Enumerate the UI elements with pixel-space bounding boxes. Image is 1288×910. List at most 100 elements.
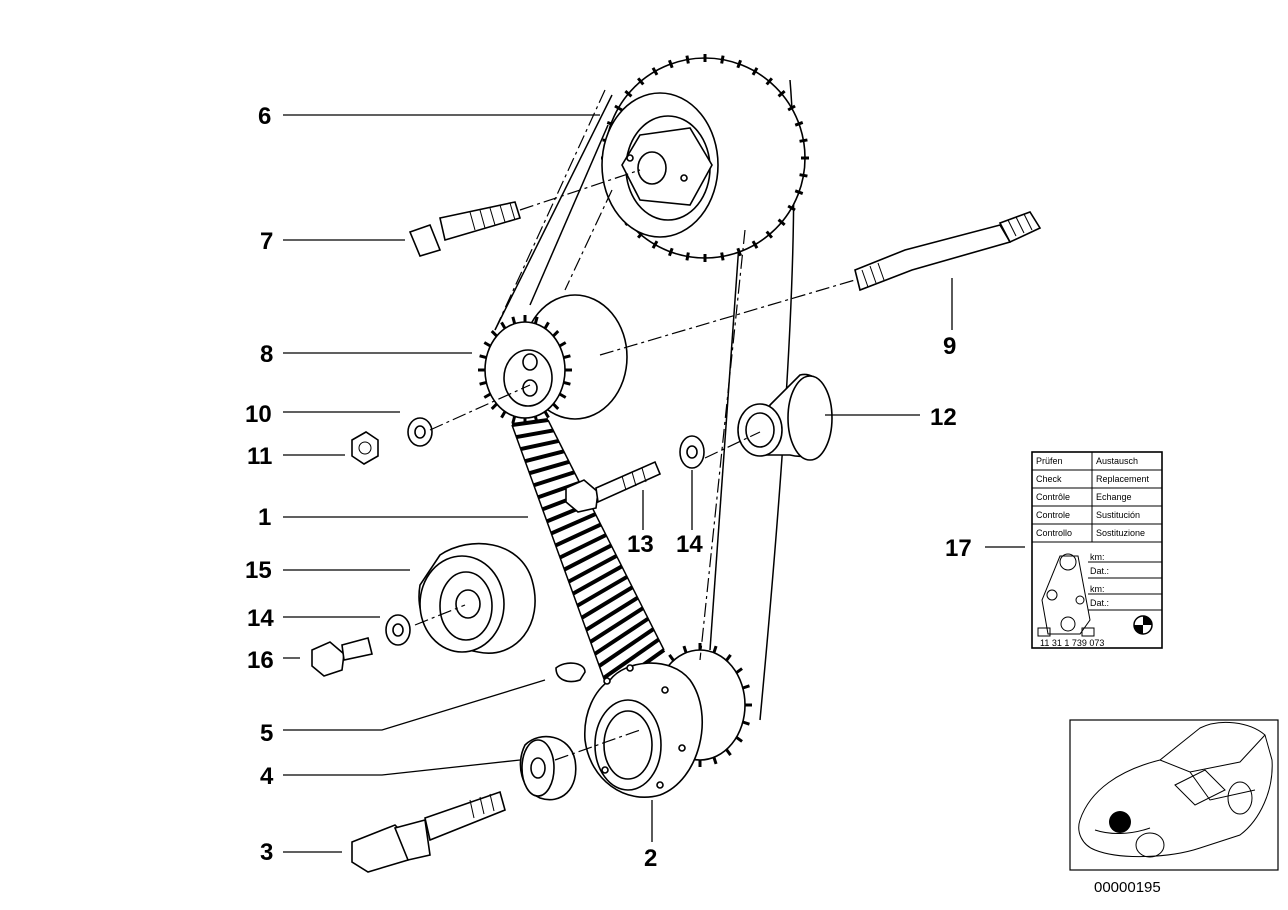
intermediate-shaft-stud	[854, 211, 1042, 292]
callout-7: 7	[260, 228, 273, 255]
callout-17: 17	[945, 535, 972, 562]
sprocket-tooth	[720, 55, 725, 64]
callout-6: 6	[258, 103, 271, 130]
sprocket-tooth	[511, 316, 517, 325]
callout-1: 1	[258, 504, 271, 531]
leader-lines	[283, 114, 1025, 853]
sprocket-tooth	[799, 138, 808, 143]
sprocket-tooth	[682, 645, 688, 654]
sprocket-tooth	[533, 316, 539, 325]
belt-tooth	[520, 438, 559, 452]
sprocket-tooth	[511, 415, 517, 424]
sprocket-tooth	[563, 380, 571, 386]
belt-tooth	[576, 575, 629, 608]
belt-tooth	[554, 522, 602, 548]
sprocket-tooth	[552, 330, 560, 338]
washer-14-upper	[679, 435, 705, 469]
belt-tooth	[559, 533, 607, 560]
diagram-id: 00000195	[1094, 879, 1161, 896]
belt-tooth	[563, 543, 613, 572]
sprocket-tooth	[787, 104, 796, 112]
sprocket-tooth	[742, 684, 750, 690]
crankshaft-sprocket	[584, 643, 752, 798]
sprocket-tooth	[735, 736, 743, 743]
callout-3: 3	[260, 839, 273, 866]
washer-14-lower	[385, 614, 411, 646]
sprocket-tooth	[558, 392, 567, 399]
sprocket-tooth	[751, 67, 759, 76]
sprocket-tooth	[794, 189, 804, 195]
sprocket-tooth	[563, 354, 571, 360]
callout-10: 10	[245, 401, 272, 428]
camshaft-bolt	[408, 201, 522, 257]
sprocket-tooth	[751, 240, 759, 249]
sprocket-tooth	[500, 321, 507, 330]
callout-14-lower: 14	[247, 605, 274, 632]
sprocket-tooth	[712, 645, 718, 654]
label-row-4-left: Controle	[1036, 510, 1070, 520]
sprocket-tooth	[720, 252, 725, 261]
camshaft-sprocket	[601, 54, 809, 262]
belt-tooth	[572, 564, 623, 596]
sprocket-tooth	[500, 410, 507, 419]
sprocket-tooth	[668, 653, 675, 662]
tension-roller-bolt	[311, 637, 373, 677]
sprocket-tooth	[651, 67, 659, 76]
sprocket-tooth	[490, 402, 498, 410]
belt-tooth	[580, 585, 634, 620]
label-row-4-right: Sustitución	[1096, 510, 1140, 520]
sprocket-tooth	[725, 653, 732, 662]
guide-pulley	[737, 373, 833, 461]
label-row-5-right: Sostituzione	[1096, 528, 1145, 538]
sprocket-tooth	[533, 415, 539, 424]
callout-12: 12	[930, 404, 957, 431]
label-km-1: km:	[1090, 552, 1105, 562]
sprocket-tooth	[777, 218, 786, 226]
callout-14-upper: 14	[676, 531, 703, 558]
label-row-2-left: Check	[1036, 474, 1062, 484]
label-row-1-right: Austausch	[1096, 456, 1138, 466]
label-date-1: Dat.:	[1090, 566, 1109, 576]
guide-pulley-bolt	[565, 460, 662, 513]
sprocket-tooth	[765, 230, 773, 239]
belt-tooth	[550, 512, 597, 536]
service-label: Prüfen Austausch Check Replacement Contr…	[1031, 451, 1163, 649]
sprocket-tooth	[685, 252, 690, 261]
belt-tooth	[589, 606, 644, 644]
sprocket-tooth	[558, 341, 567, 348]
spacer	[519, 735, 577, 801]
crankshaft-bolt	[351, 790, 506, 873]
sprocket-tooth	[712, 756, 718, 765]
sprocket-tooth	[685, 55, 690, 64]
car-outline-icon	[1078, 721, 1273, 858]
callout-2: 2	[644, 845, 657, 872]
belt-tooth	[602, 637, 660, 680]
sprocket-tooth	[479, 380, 487, 386]
sprocket-tooth	[552, 402, 560, 410]
belt-tooth	[528, 459, 570, 476]
engine-location-marker	[1109, 811, 1131, 833]
sprocket-tooth	[742, 720, 750, 726]
sprocket-tooth	[543, 410, 550, 419]
label-row-3-left: Contrôle	[1036, 492, 1070, 502]
callout-4: 4	[260, 763, 274, 790]
belt-tooth	[598, 627, 655, 668]
label-row-2-right: Replacement	[1096, 474, 1150, 484]
sprocket-tooth	[777, 90, 786, 98]
vehicle-location-thumbnail	[1069, 719, 1279, 871]
label-date-2: Dat.:	[1090, 598, 1109, 608]
hex-nut	[351, 431, 379, 465]
sprocket-tooth	[624, 90, 633, 98]
bmw-logo-icon	[1133, 615, 1153, 635]
callout-8: 8	[260, 341, 273, 368]
label-km-2: km:	[1090, 584, 1105, 594]
sprocket-tooth	[483, 341, 492, 348]
callout-15: 15	[245, 557, 272, 584]
label-row-1-left: Prüfen	[1036, 456, 1063, 466]
sprocket-tooth	[479, 354, 487, 360]
belt-tooth	[511, 418, 549, 427]
sprocket-tooth	[736, 247, 742, 257]
label-row-3-right: Echange	[1096, 492, 1132, 502]
belt-tooth	[533, 470, 575, 488]
